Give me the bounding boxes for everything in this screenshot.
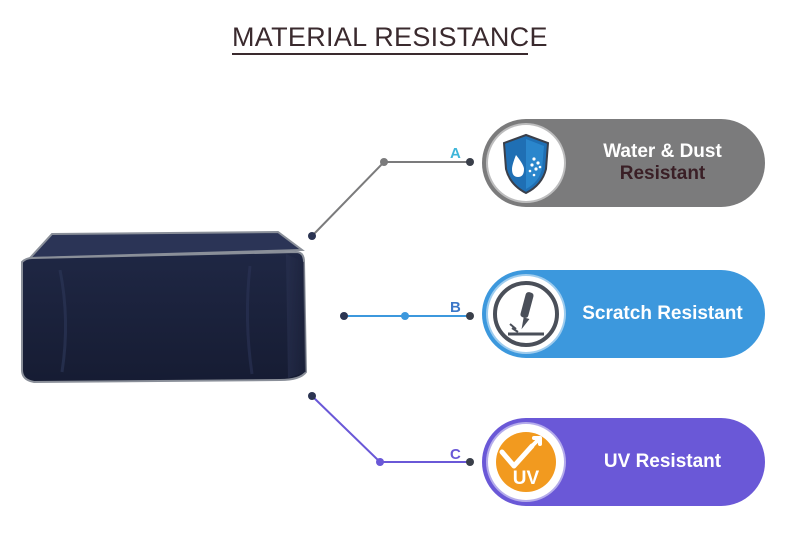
feature-pill-uv: UV UV Resistant — [482, 418, 765, 506]
connector-c — [308, 392, 474, 466]
uv-sun-icon: UV — [496, 432, 556, 492]
feature-a-line2: Resistant — [619, 163, 706, 184]
feature-pill-water-dust: Water & Dust Resistant — [482, 119, 765, 207]
feature-b-line1: Scratch Resistant — [582, 303, 743, 324]
feature-text-c: UV Resistant — [574, 418, 751, 506]
label-letter-b: B — [450, 299, 461, 316]
label-letter-a: A — [450, 145, 461, 162]
connector-a — [308, 158, 474, 240]
uv-badge: UV — [488, 424, 564, 500]
feature-a-line1: Water & Dust — [603, 141, 722, 162]
label-letter-c: C — [450, 446, 461, 463]
uv-badge-text: UV — [513, 468, 540, 489]
water-shield-icon — [502, 133, 550, 195]
feature-c-line1: UV Resistant — [603, 451, 722, 472]
feature-text-a: Water & Dust Resistant — [574, 119, 751, 207]
page-title: MATERIAL RESISTANCE — [232, 22, 548, 52]
water-shield-badge — [488, 125, 564, 201]
scratch-badge — [488, 276, 564, 352]
feature-pill-scratch: Scratch Resistant — [482, 270, 765, 358]
feature-text-b: Scratch Resistant — [574, 270, 751, 358]
scratch-stylus-icon — [493, 281, 559, 347]
title-underline — [232, 53, 528, 55]
connector-b — [340, 312, 474, 320]
